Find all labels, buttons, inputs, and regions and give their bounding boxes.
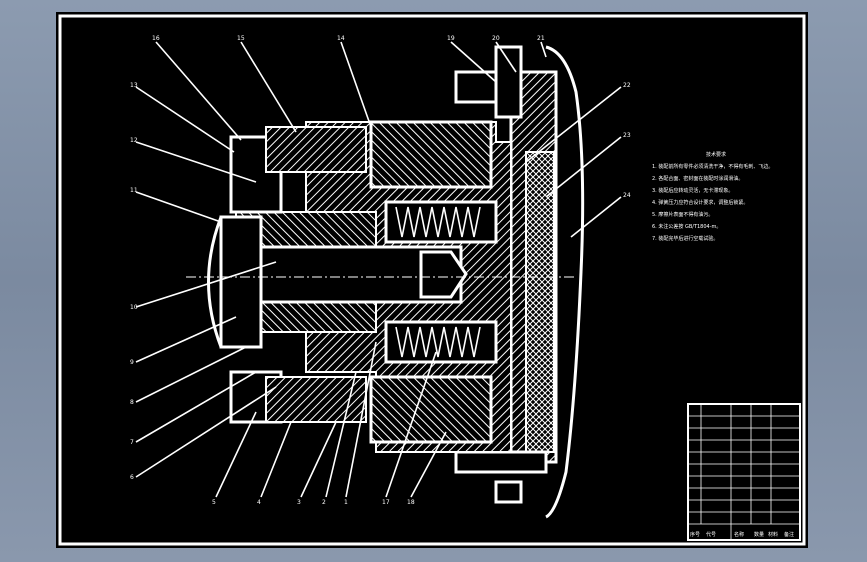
lower-bearing bbox=[265, 376, 367, 423]
svg-text:17: 17 bbox=[382, 499, 390, 506]
svg-text:12: 12 bbox=[130, 137, 138, 144]
lining bbox=[525, 151, 555, 453]
svg-text:3. 装配后应转动灵活，无卡滞现象。: 3. 装配后应转动灵活，无卡滞现象。 bbox=[652, 187, 733, 194]
cover-plate bbox=[219, 215, 263, 349]
svg-text:名称: 名称 bbox=[734, 531, 744, 538]
svg-text:16: 16 bbox=[152, 35, 160, 42]
svg-text:3: 3 bbox=[297, 499, 301, 506]
svg-text:代号: 代号 bbox=[706, 531, 716, 538]
upper-bearing bbox=[265, 126, 367, 173]
top-bolt bbox=[494, 45, 523, 119]
svg-text:15: 15 bbox=[237, 35, 245, 42]
svg-text:4: 4 bbox=[257, 499, 261, 506]
svg-text:材料: 材料 bbox=[768, 531, 778, 538]
upper-spring bbox=[395, 206, 481, 238]
svg-text:22: 22 bbox=[623, 82, 631, 89]
svg-text:11: 11 bbox=[130, 187, 138, 194]
svg-text:10: 10 bbox=[130, 304, 138, 311]
svg-text:1: 1 bbox=[344, 499, 348, 506]
sheet-border bbox=[58, 14, 806, 546]
svg-text:8: 8 bbox=[130, 399, 134, 406]
svg-text:序号: 序号 bbox=[690, 531, 700, 538]
svg-text:23: 23 bbox=[623, 132, 631, 139]
svg-text:6: 6 bbox=[130, 474, 134, 481]
svg-text:9: 9 bbox=[130, 359, 134, 366]
clutch-section bbox=[186, 45, 585, 519]
technical-notes: 技术要求 1. 装配前所有零件必须清洗干净，不得有毛刺、飞边。 2. 各配合面、… bbox=[652, 151, 773, 242]
bottom-flange bbox=[454, 450, 548, 474]
svg-text:19: 19 bbox=[447, 35, 455, 42]
svg-text:14: 14 bbox=[337, 35, 345, 42]
svg-text:5. 摩擦片表面不得有油污。: 5. 摩擦片表面不得有油污。 bbox=[652, 211, 713, 218]
svg-text:6. 未注公差按 GB/T1804-m。: 6. 未注公差按 GB/T1804-m。 bbox=[652, 223, 721, 230]
svg-text:1. 装配前所有零件必须清洗干净，不得有毛刺、飞边。: 1. 装配前所有零件必须清洗干净，不得有毛刺、飞边。 bbox=[652, 163, 773, 170]
leader-lines bbox=[135, 41, 622, 498]
svg-text:20: 20 bbox=[492, 35, 500, 42]
svg-text:5: 5 bbox=[212, 499, 216, 506]
svg-text:18: 18 bbox=[407, 499, 415, 506]
svg-text:7: 7 bbox=[130, 439, 134, 446]
svg-text:4. 弹簧压力应符合设计要求，调整后锁紧。: 4. 弹簧压力应符合设计要求，调整后锁紧。 bbox=[652, 199, 748, 206]
title-block: 序号 代号 名称 数量 材料 备注 bbox=[687, 403, 801, 541]
svg-text:7. 装配完毕后进行空载试验。: 7. 装配完毕后进行空载试验。 bbox=[652, 235, 718, 242]
bottom-bolt bbox=[494, 480, 523, 504]
svg-text:2: 2 bbox=[322, 499, 326, 506]
dome-cover bbox=[207, 216, 223, 348]
balloon-labels: 16 15 14 13 12 11 10 9 8 7 6 5 4 3 2 1 1… bbox=[130, 35, 631, 506]
lower-spring bbox=[395, 326, 481, 358]
upper-coil bbox=[369, 120, 493, 189]
top-flange bbox=[454, 70, 503, 104]
svg-text:24: 24 bbox=[623, 192, 631, 199]
notes-title: 技术要求 bbox=[706, 151, 726, 158]
svg-text:21: 21 bbox=[537, 35, 545, 42]
svg-text:备注: 备注 bbox=[784, 531, 794, 538]
svg-text:数量: 数量 bbox=[754, 531, 764, 538]
drawing-sheet: 16 15 14 13 12 11 10 9 8 7 6 5 4 3 2 1 1… bbox=[56, 12, 808, 548]
cover-curve bbox=[545, 45, 585, 519]
svg-text:2. 各配合面、密封面在装配时涂润滑油。: 2. 各配合面、密封面在装配时涂润滑油。 bbox=[652, 175, 743, 182]
lower-coil bbox=[369, 375, 493, 444]
assembly-drawing: 16 15 14 13 12 11 10 9 8 7 6 5 4 3 2 1 1… bbox=[58, 14, 806, 546]
svg-text:13: 13 bbox=[130, 82, 138, 89]
shaft-tip bbox=[419, 250, 468, 299]
